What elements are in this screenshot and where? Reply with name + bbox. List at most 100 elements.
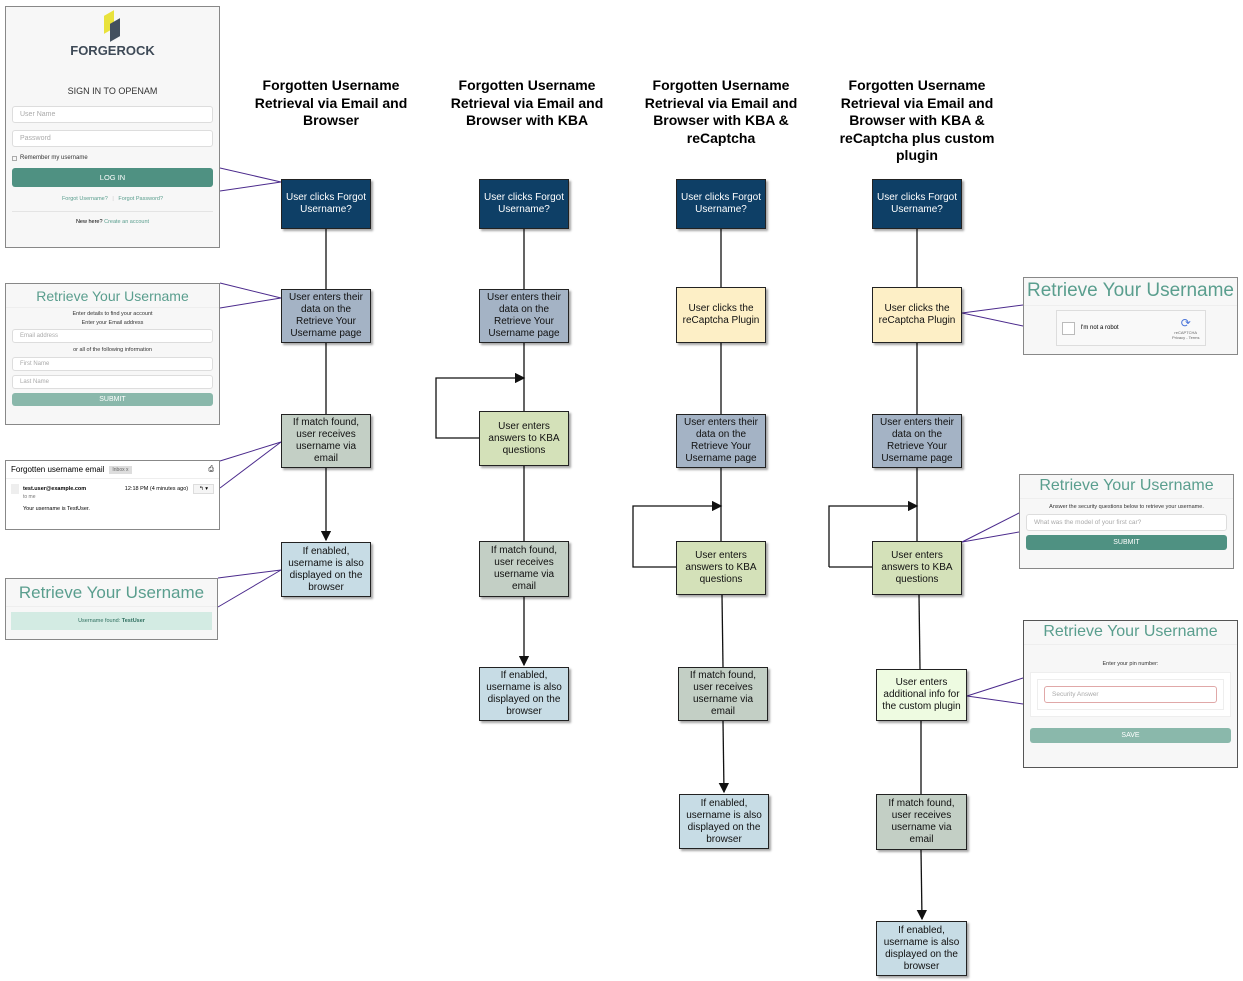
email-body: Your username is TestUser. [23, 506, 90, 512]
screenshot-connector [219, 282, 282, 299]
column-title-1: Forgotten Username Retrieval via Email a… [254, 77, 408, 128]
screenshot-connector [961, 531, 1020, 543]
flow-arrow [718, 720, 730, 794]
forgot-username-link[interactable]: Forgot Username? [61, 196, 108, 202]
screenshot-connector [217, 569, 282, 579]
reply-icon[interactable]: ↰ ▾ [193, 484, 214, 494]
step-forgot: User clicks Forgot Username? [872, 179, 962, 229]
pin-label: Enter your pin number: [1102, 661, 1159, 667]
recaptcha-logo-icon: ⟳ [1180, 316, 1191, 330]
step-captcha: User clicks the reCaptcha Plugin [872, 287, 962, 343]
screenshot-connector [961, 512, 1020, 543]
recaptcha-screenshot: Retrieve Your Username I'm not a robot ⟳… [1023, 277, 1238, 355]
loop-arrow [632, 500, 723, 568]
column-title-4: Forgotten Username Retrieval via Email a… [839, 77, 995, 163]
step-email: If match found, user receives username v… [281, 414, 371, 468]
security-answer-input[interactable]: Security Answer [1044, 686, 1217, 703]
step-captcha: User clicks the reCaptcha Plugin [676, 287, 766, 343]
brand-name: FORGEROCK [70, 43, 155, 58]
details-text: Enter details to find your account [72, 311, 153, 317]
inbox-label[interactable]: Inbox x [109, 465, 132, 474]
print-icon[interactable]: ⎙ [208, 465, 214, 473]
or-label: or all of the following information [73, 347, 152, 353]
robot-checkbox[interactable] [1061, 321, 1075, 335]
forgerock-logo-icon [100, 10, 126, 42]
screenshot-connector [219, 167, 282, 183]
screenshot-connector [219, 441, 282, 462]
step-email: If match found, user receives username v… [678, 667, 768, 721]
first-name-input[interactable]: First Name [12, 357, 213, 371]
step-enter-data: User enters their data on the Retrieve Y… [479, 289, 569, 343]
step-kba: User enters answers to KBA questions [676, 541, 766, 595]
password-input[interactable]: Password [12, 130, 213, 147]
submit-button[interactable]: SUBMIT [12, 393, 213, 406]
screenshot-connector [966, 695, 1024, 705]
create-account-link[interactable]: Create an account [104, 219, 150, 225]
step-forgot: User clicks Forgot Username? [676, 179, 766, 229]
last-name-input[interactable]: Last Name [12, 375, 213, 389]
step-browser: If enabled, username is also displayed o… [281, 542, 371, 597]
step-enter-data: User enters their data on the Retrieve Y… [676, 414, 766, 468]
login-button[interactable]: LOG IN [12, 168, 213, 187]
email-label: Enter your Email address [81, 320, 144, 326]
login-heading: SIGN IN TO OPENAM [67, 86, 158, 96]
step-kba: User enters answers to KBA questions [479, 411, 569, 466]
kba-instructions: Answer the security questions below to r… [1049, 504, 1204, 510]
screenshot-connector [219, 181, 282, 192]
column-title-3: Forgotten Username Retrieval via Email a… [644, 77, 798, 146]
flow-line [918, 594, 921, 670]
captcha-title: Retrieve Your Username [1024, 278, 1237, 306]
screenshot-connector [219, 297, 282, 309]
screenshot-connector [966, 677, 1024, 697]
found-message: Username found: TestUser [11, 612, 212, 630]
step-browser: If enabled, username is also displayed o… [876, 921, 967, 976]
email-input[interactable]: Email address [12, 329, 213, 343]
step-browser: If enabled, username is also displayed o… [479, 667, 569, 721]
screenshot-connector [217, 569, 282, 608]
forgot-password-link[interactable]: Forgot Password? [118, 196, 164, 202]
flow-line [721, 594, 724, 668]
kba-title: Retrieve Your Username [1020, 475, 1233, 499]
step-kba: User enters answers to KBA questions [872, 541, 962, 595]
column-title-2: Forgotten Username Retrieval via Email a… [450, 77, 604, 128]
remember-checkbox[interactable] [12, 155, 17, 161]
pin-title: Retrieve Your Username [1024, 621, 1237, 645]
step-custom: User enters additional info for the cust… [876, 669, 967, 721]
sender-email: test.user@example.com [23, 486, 87, 492]
kba-submit-button[interactable]: SUBMIT [1026, 535, 1227, 550]
kba-answer-input[interactable]: What was the model of your first car? [1026, 514, 1227, 531]
new-here-text: New here? [75, 219, 103, 225]
link-separator: | [112, 196, 114, 202]
flow-arrow [916, 849, 928, 921]
kba-screenshot: Retrieve Your Username Answer the securi… [1019, 474, 1234, 569]
custom-plugin-screenshot: Retrieve Your Username Enter your pin nu… [1023, 620, 1238, 768]
step-browser: If enabled, username is also displayed o… [679, 794, 769, 849]
username-input[interactable]: User Name [12, 106, 213, 123]
robot-label: I'm not a robot [1080, 325, 1119, 331]
save-button[interactable]: SAVE [1030, 728, 1231, 743]
retrieve-form-screenshot: Retrieve Your Username Enter details to … [5, 283, 220, 425]
loop-arrow [435, 372, 526, 439]
email-time: 12:18 PM (4 minutes ago) [124, 486, 189, 492]
step-forgot: User clicks Forgot Username? [479, 179, 569, 229]
step-enter-data: User enters their data on the Retrieve Y… [281, 289, 371, 343]
screenshot-connector [961, 312, 1024, 327]
username-found-screenshot: Retrieve Your Username Username found: T… [5, 578, 218, 640]
retrieve-title: Retrieve Your Username [6, 284, 219, 308]
loop-arrow [828, 500, 919, 567]
step-email: If match found, user receives username v… [876, 794, 967, 850]
remember-label: Remember my username [20, 155, 88, 161]
email-recipient: to me [23, 494, 36, 500]
step-enter-data: User enters their data on the Retrieve Y… [872, 414, 962, 468]
login-screenshot: FORGEROCK SIGN IN TO OPENAM User Name Pa… [5, 6, 220, 248]
screenshot-connector [961, 304, 1024, 314]
sender-avatar [11, 484, 19, 494]
step-email: If match found, user receives username v… [479, 541, 569, 597]
step-forgot: User clicks Forgot Username? [281, 179, 371, 229]
email-screenshot: Forgotten username email Inbox x ⎙ test.… [5, 460, 220, 530]
screenshot-connector [219, 441, 282, 489]
email-subject: Forgotten username email [11, 465, 105, 474]
found-title: Retrieve Your Username [6, 579, 217, 607]
